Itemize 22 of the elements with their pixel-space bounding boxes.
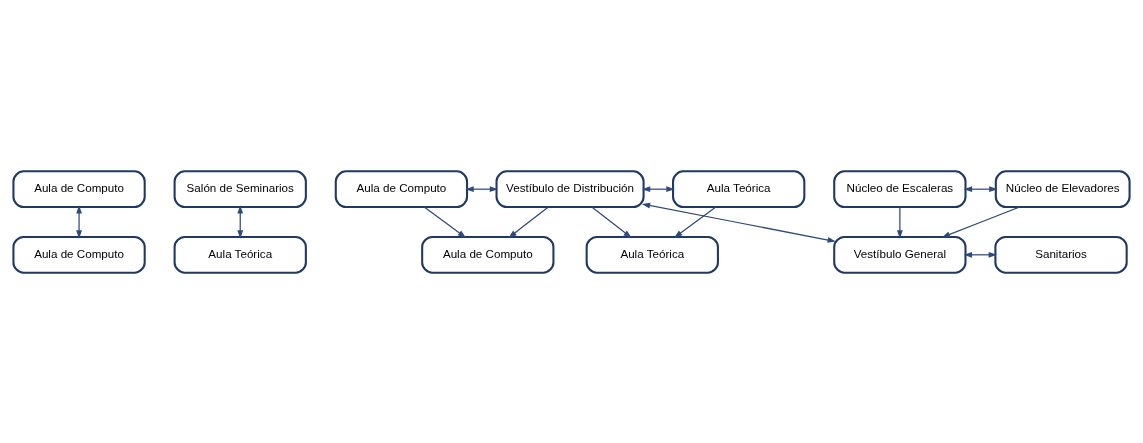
- node-box: Aula de Computo: [421, 235, 555, 274]
- node-box: Sanitarios: [994, 235, 1128, 274]
- node-box: Aula de Computo: [12, 169, 146, 208]
- arrow: [76, 204, 82, 239]
- node-box: Aula Teórica: [173, 235, 307, 274]
- node-box: Núcleo de Escaleras: [833, 169, 967, 208]
- node-box: Aula de Computo: [12, 235, 146, 274]
- arrow: [591, 206, 632, 238]
- node-box: Vestíbulo General: [833, 235, 967, 274]
- node-box: Núcleo de Elevadores: [994, 169, 1131, 208]
- arrow: [641, 202, 836, 243]
- node-box: Vestíbulo de Distribución: [495, 169, 645, 208]
- arrow: [896, 206, 903, 239]
- node-box: Aula Teórica: [672, 169, 806, 208]
- node-box: Aula Teórica: [585, 235, 719, 274]
- arrow: [941, 205, 1020, 238]
- node-box: Salón de Seminarios: [173, 169, 307, 208]
- arrow: [508, 206, 549, 238]
- node-box: Aula de Computo: [334, 169, 469, 208]
- arrow: [674, 206, 717, 238]
- arrow: [423, 206, 467, 238]
- arrow: [963, 185, 998, 192]
